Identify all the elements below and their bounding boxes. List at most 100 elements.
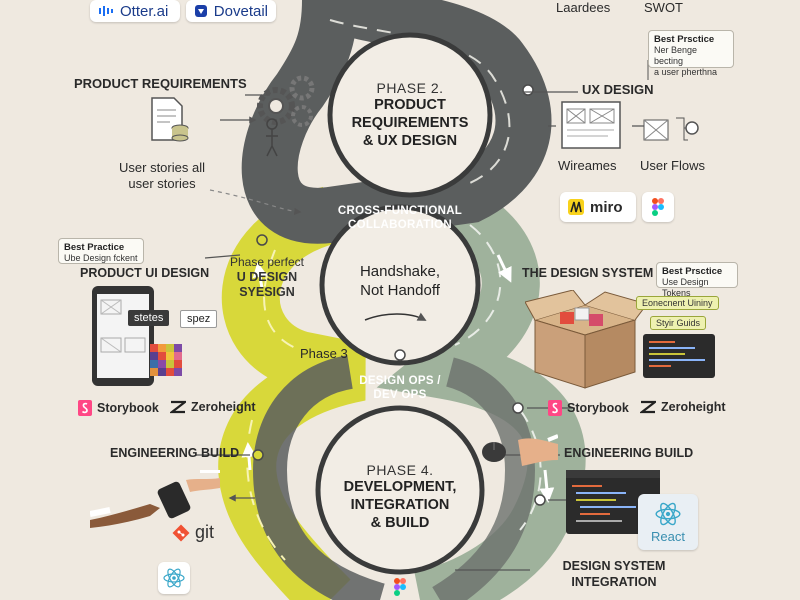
hands-device-icon	[90, 470, 220, 528]
phase4-circle	[315, 405, 485, 575]
code-editor-icon	[566, 470, 660, 534]
design-system-integration-label: DESIGN SYSTEM INTEGRATION	[556, 558, 672, 590]
handshake-text: Handshake, Not Handoff	[340, 262, 460, 300]
miro-card: miro	[560, 192, 636, 222]
zeroheight-right-text: Zeroheight	[661, 400, 726, 414]
git-logo: git	[172, 522, 214, 543]
handshake-line2: Not Handoff	[360, 282, 440, 299]
phase3-label: Phase 3	[300, 346, 348, 361]
ds-best-practice-note: Best Prsctice Use Design Tokens	[656, 262, 738, 298]
miro-logo-icon	[568, 199, 584, 215]
git-logo-text: git	[195, 522, 215, 542]
phase4-title-line3: & BUILD	[370, 515, 430, 531]
phase3-lime-line3: SYESIGN	[239, 285, 295, 299]
tablet-mockup-icon	[92, 286, 182, 386]
phase4-number: PHASE 4.	[366, 462, 434, 478]
phase2-title-line3: & UX DESIGN	[362, 133, 458, 149]
wireframes-icon	[561, 101, 669, 149]
ui-best-practice-title: Best Practice	[64, 242, 125, 253]
user-flows-icon	[676, 117, 699, 141]
storybook-logo-icon	[548, 400, 562, 416]
user-stories-line2: user stories	[128, 176, 196, 191]
phase3-lime-text: Phase perfect U DESIGN SYESIGN	[222, 255, 312, 300]
design-ops-line2: DEV OPS	[373, 389, 427, 401]
user-stories-line1: User stories all	[119, 160, 205, 175]
states-chip: stetes	[128, 310, 170, 326]
phase4-title-line1: DEVELOPMENT,	[343, 479, 457, 495]
miro-text: miro	[590, 198, 623, 216]
figma-logo-icon	[652, 198, 664, 216]
figma-bottom-icon	[394, 578, 406, 596]
ux-best-practice-note: Best Prsctice Ner Benge becting a user p…	[648, 30, 734, 77]
react-left-card	[158, 562, 190, 594]
ui-best-practice-line1: Ube Design fckent	[64, 253, 138, 263]
zeroheight-logo-icon	[640, 400, 656, 414]
product-ui-heading: PRODUCT UI DESIGN	[80, 266, 210, 280]
cross-functional-line2: COLLABORATION	[348, 219, 452, 231]
laardees-label: Laardees	[556, 0, 611, 15]
phase3-lime-line2: U DESIGN	[236, 270, 298, 284]
engineering-build-left-heading: ENGINEERING BUILD	[110, 446, 240, 460]
phase4-title-line2: INTEGRATION	[350, 497, 450, 513]
otter-logo-text: Otter.ai	[120, 2, 169, 20]
design-system-box-icon	[525, 290, 715, 389]
git-logo-icon	[172, 524, 190, 541]
react-logo-icon	[655, 502, 681, 525]
spec-chip: spez	[180, 310, 218, 328]
design-ops-line1: DESIGN OPS /	[359, 375, 441, 387]
ux-best-practice-line1: Ner Benge becting	[654, 45, 698, 66]
gears-person-icon	[257, 75, 315, 157]
ux-best-practice-line2: a user pherthna	[654, 67, 718, 77]
swot-label: SWOT	[644, 0, 683, 15]
cross-functional-line1: CROSS-FUNCTIONAL	[337, 205, 463, 217]
dovetail-logo-icon	[195, 5, 207, 17]
phase2-text: PHASE 2. PRODUCT REQUIREMENTS & UX DESIG…	[340, 80, 480, 150]
ux-best-practice-title: Best Prsctice	[654, 34, 715, 45]
zeroheight-left: Zeroheight	[170, 400, 256, 414]
zeroheight-left-text: Zeroheight	[191, 400, 256, 414]
engineering-build-right-heading: ENGINEERING BUILD	[564, 446, 694, 460]
ui-best-practice-note: Best Practice Ube Design fckent	[58, 238, 144, 264]
integration-line2: INTEGRATION	[571, 575, 657, 589]
otter-logo-card: Otter.ai	[90, 0, 180, 22]
otter-logo-icon	[99, 6, 113, 16]
phase4-text: PHASE 4. DEVELOPMENT, INTEGRATION & BUIL…	[330, 462, 470, 532]
phase2-circle	[327, 32, 493, 198]
phase2-title-line2: REQUIREMENTS	[351, 115, 469, 131]
figma-card	[642, 192, 674, 222]
storybook-left: Storybook	[78, 400, 159, 416]
phase3-lime-line1: Phase perfect	[229, 255, 305, 269]
component-library-tag: Eonecnent Uininy	[636, 296, 719, 310]
zeroheight-logo-icon	[170, 400, 186, 414]
dovetail-logo-text: Dovetail	[213, 2, 268, 20]
road-dark-bottom	[252, 355, 385, 600]
style-guide-tag: Styir Guids	[650, 316, 707, 330]
storybook-right-text: Storybook	[567, 401, 629, 415]
handshake-line1: Handshake,	[359, 263, 441, 280]
document-database-icon	[151, 97, 189, 142]
road-dark-top	[241, 0, 552, 244]
zeroheight-right: Zeroheight	[640, 400, 726, 414]
integration-line1: DESIGN SYSTEM	[562, 559, 666, 573]
storybook-logo-icon	[78, 400, 92, 416]
product-requirements-heading: PRODUCT REQUIREMENTS	[74, 76, 247, 91]
hand-mouse-icon	[482, 434, 558, 466]
design-system-heading: THE DESIGN SYSTEM	[522, 266, 654, 280]
user-flows-label: User Flows	[640, 158, 706, 173]
cross-functional-band: CROSS-FUNCTIONAL COLLABORATION	[330, 204, 470, 232]
wireframes-label: Wireames	[558, 158, 617, 173]
ds-best-practice-line1: Use Design Tokens	[662, 277, 709, 298]
react-logo-icon	[163, 568, 185, 588]
design-ops-band: DESIGN OPS / DEV OPS	[340, 374, 460, 402]
ds-best-practice-title: Best Prsctice	[662, 266, 723, 277]
ux-design-heading: UX DESIGN	[582, 82, 654, 97]
phase3-circle	[319, 204, 481, 366]
user-stories-caption: User stories all user stories	[104, 160, 220, 192]
phase2-title-line1: PRODUCT	[374, 97, 446, 113]
dovetail-logo-card: Dovetail	[186, 0, 276, 22]
storybook-right: Storybook	[548, 400, 629, 416]
storybook-left-text: Storybook	[97, 401, 159, 415]
phase2-number: PHASE 2.	[376, 80, 444, 96]
